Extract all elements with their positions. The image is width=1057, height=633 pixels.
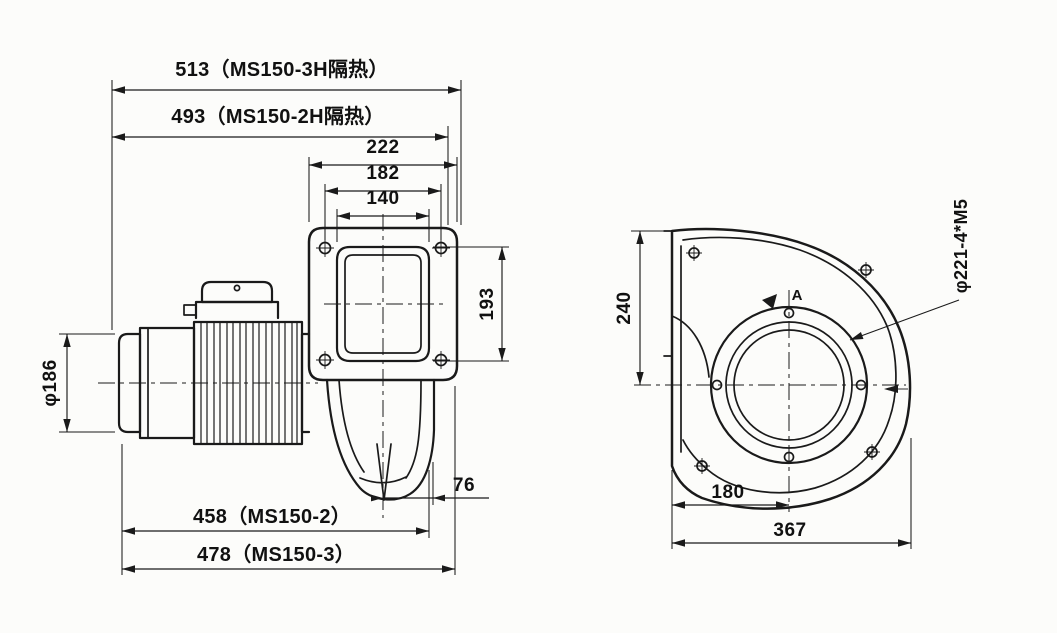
volute-inner-wall <box>682 236 897 494</box>
dim-180: 180 <box>671 470 789 512</box>
volute-tongue-curve <box>671 315 710 378</box>
dim-182: 182 <box>324 163 442 240</box>
dim-label-182: 182 <box>366 163 399 184</box>
view-marker-a: A <box>792 287 803 304</box>
volute-outer-casing <box>670 227 912 510</box>
motor <box>117 280 311 446</box>
centerlines-front <box>634 290 906 512</box>
outlet-opening-outer <box>335 245 431 363</box>
flange-plate <box>307 226 459 382</box>
dim-367: 367 <box>671 438 912 549</box>
scroll-housing-side <box>325 378 436 501</box>
m5-hole-icon <box>783 451 795 463</box>
backplate-corner-holes <box>686 245 880 474</box>
dim-493: 493（MS150-2H隔热） <box>112 105 449 225</box>
dim-76: 76 <box>371 462 489 505</box>
scroll-inner-wall-left <box>338 379 365 473</box>
dim-240: 240 <box>614 230 668 385</box>
junction-box-lid <box>200 280 274 304</box>
dim-phi221-4xM5: φ221-4*M5 <box>849 199 971 341</box>
dim-label-phi186: φ186 <box>40 359 61 406</box>
dim-478: 478（MS150-3） <box>122 386 456 575</box>
centerlines-side <box>98 214 448 518</box>
outlet-opening-inner <box>344 254 422 354</box>
flange-bolt-holes <box>316 239 450 369</box>
motor-cooling-fins <box>200 322 298 444</box>
m5-hole-icon <box>783 307 795 319</box>
dim-label-478: 478（MS150-3） <box>197 543 355 566</box>
inlet <box>709 305 869 465</box>
junction-box-screw <box>233 284 241 292</box>
dim-label-phi221: φ221-4*M5 <box>951 199 971 294</box>
bolt-hole-cross-ticks <box>316 239 450 369</box>
junction-box-base <box>194 300 280 320</box>
dim-label-458: 458（MS150-2） <box>193 505 351 528</box>
m5-hole-icon <box>855 379 867 391</box>
front-view: A 240 φ221-4*M5 180 367 <box>614 199 971 549</box>
dim-label-193: 193 <box>477 287 498 320</box>
flow-arrowhead-icon <box>884 385 898 393</box>
scroll-inner-wall-right <box>405 379 422 479</box>
dim-label-222: 222 <box>366 137 399 158</box>
m5-hole-icon <box>711 379 723 391</box>
dim-label-180: 180 <box>711 482 744 503</box>
dim-label-240: 240 <box>614 291 635 324</box>
inlet-circle-middle <box>725 321 853 449</box>
dimensions-side: 513（MS150-3H隔热） 493（MS150-2H隔热） 222 182 <box>40 58 509 575</box>
outlet-flange <box>307 226 459 382</box>
dim-222: 222 <box>308 137 458 222</box>
cable-gland <box>183 304 197 316</box>
dim-phi186: φ186 <box>40 333 115 433</box>
side-view: 513（MS150-3H隔热） 493（MS150-2H隔热） 222 182 <box>40 58 509 575</box>
cutoff-tongue-edge <box>376 443 392 501</box>
dim-label-513: 513（MS150-3H隔热） <box>175 58 388 81</box>
dim-140: 140 <box>336 188 430 242</box>
dim-label-140: 140 <box>366 188 399 209</box>
scroll-casing-front <box>663 227 912 510</box>
scroll-outline-side <box>325 378 436 501</box>
inlet-circle-outer <box>709 305 869 465</box>
outlet-rim-arc <box>359 476 407 484</box>
dimensions-front: 240 φ221-4*M5 180 367 <box>614 199 971 549</box>
dim-513: 513（MS150-3H隔热） <box>111 58 462 330</box>
inlet-circle-inner <box>733 329 845 441</box>
dim-label-76: 76 <box>453 475 475 496</box>
dim-label-367: 367 <box>773 520 806 541</box>
rotation-marker: A <box>762 287 908 393</box>
rotation-arrowhead-icon <box>762 294 777 309</box>
dim-label-493: 493（MS150-2H隔热） <box>171 105 384 128</box>
dim-193: 193 <box>433 246 509 362</box>
motor-end-cap <box>117 332 142 434</box>
corner-rivet-ticks <box>686 245 880 474</box>
inlet-bolt-holes-4xM5 <box>711 307 867 463</box>
dim-458: 458（MS150-2） <box>121 444 430 575</box>
